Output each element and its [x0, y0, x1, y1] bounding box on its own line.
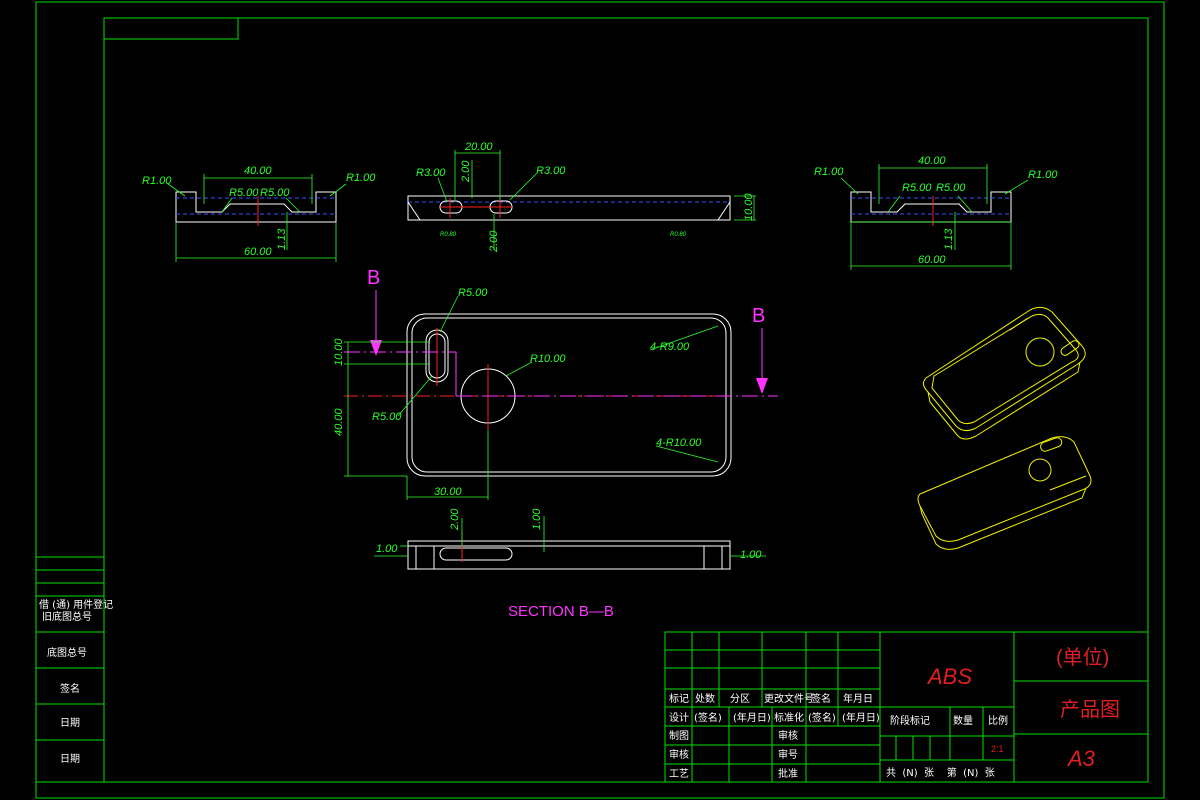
dim-r5-top: R5.00: [458, 287, 488, 299]
top-left-view: R1.00 R1.00 40.00 R5.00 R5.00 1.13 60.00: [142, 165, 376, 262]
side-row-5: 日期: [60, 753, 80, 765]
section-mark-right: B: [752, 305, 765, 327]
dim-h2b: 2.00: [488, 230, 500, 253]
dim-small-a: R0.80: [440, 232, 457, 238]
tb-header-1: 处数: [695, 692, 715, 705]
dim-r10: R10.00: [530, 353, 566, 365]
tb-rowlabel-2: 工艺: [669, 768, 689, 780]
section-title: SECTION B—B: [508, 603, 614, 620]
dim-r5-left: R5.00: [372, 411, 402, 423]
dim-v40: 40.00: [333, 408, 345, 436]
tb-stage-0: 阶段标记: [890, 714, 930, 727]
tb-stage-1: 数量: [953, 714, 973, 727]
dim-r5b: R5.00: [936, 182, 966, 194]
tb-rowlabel-1: 审核: [669, 748, 689, 761]
tb-size: A3: [1066, 746, 1096, 771]
side-row-2: 底图总号: [47, 646, 87, 659]
title-block: 标记 处数 分区 更改文件号 签名 年月日 设计 (签名) (年月日) 标准化 …: [664, 631, 1149, 783]
dim-h10: 10.00: [743, 193, 755, 221]
top-right-view: R1.00 R1.00 40.00 R5.00 R5.00 1.13 60.00: [814, 155, 1058, 270]
tb-header-5: 年月日: [843, 692, 873, 705]
side-view: 20.00 R3.00 R3.00 2.00 2.00 10.00 R0.80 …: [407, 141, 756, 253]
tb-midlabel-1: 审号: [778, 748, 798, 761]
tb-material: ABS: [926, 664, 972, 689]
dim-l100: 1.00: [376, 543, 398, 555]
dim-v200: 2.00: [449, 508, 461, 531]
isometric-upper: [922, 306, 1086, 440]
drawing-frame: [35, 1, 1165, 799]
dim-r5a: R5.00: [902, 182, 932, 194]
dim-r1-left: R1.00: [814, 166, 844, 178]
dim-h2a: 2.00: [460, 160, 472, 183]
tb-rowlabel-0: 制图: [669, 729, 689, 742]
tb-sheet-line: 共 (N) 张 第 (N) 张: [886, 766, 995, 779]
dim-r5a: R5.00: [229, 187, 259, 199]
dim-r100: 1.00: [740, 549, 762, 561]
dim-r1-left: R1.00: [142, 175, 172, 187]
side-row-4: 日期: [60, 717, 80, 729]
tb-midlabel-0: 审核: [778, 729, 798, 742]
dim-r5b: R5.00: [260, 187, 290, 199]
tb-row2-2: (年月日): [733, 711, 771, 724]
tb-scale: 2:1: [991, 744, 1004, 754]
dim-w20: 20.00: [464, 141, 493, 153]
tb-row2-0: 设计: [669, 711, 689, 724]
tb-header-3: 更改文件号: [764, 692, 814, 705]
side-row-3: 签名: [60, 682, 80, 695]
dim-r3b: R3.00: [536, 165, 566, 177]
dim-w60: 60.00: [918, 254, 946, 266]
tb-row2-3: 标准化: [774, 711, 804, 724]
side-table: 借 (通) 用件登记 旧底图总号 底图总号 签名 日期 日期: [35, 556, 113, 783]
isometric-lower: [917, 436, 1092, 550]
tb-drawing-name: 产品图: [1060, 698, 1120, 721]
section-view: 1.00 1.00 2.00 1.00 SECTION B—B: [374, 508, 766, 620]
tb-row2-5: (年月日): [842, 711, 880, 724]
dim-4-r9: 4-R9.00: [650, 341, 690, 353]
plan-view: B B R5.00 R5.00 R10.00 4-R9.00 4-R10.00 …: [333, 267, 778, 500]
dim-w40: 40.00: [244, 165, 272, 177]
dim-h113: 1.13: [943, 228, 955, 250]
tb-midlabel-2: 批准: [778, 767, 798, 780]
tb-row2-1: (签名): [694, 711, 722, 724]
dim-v10: 10.00: [333, 338, 345, 366]
dim-r1-right: R1.00: [346, 172, 376, 184]
tb-header-2: 分区: [730, 693, 750, 705]
dim-v100: 1.00: [531, 508, 543, 530]
side-row-1: 旧底图总号: [42, 610, 92, 623]
dim-r3a: R3.00: [416, 167, 446, 179]
dim-r1-right: R1.00: [1028, 169, 1058, 181]
tb-header-0: 标记: [669, 693, 689, 705]
dim-w60: 60.00: [244, 246, 272, 258]
side-row-0: 借 (通) 用件登记: [39, 598, 113, 611]
section-mark-left: B: [367, 267, 380, 289]
tb-stage-2: 比例: [988, 714, 1008, 727]
dim-w40: 40.00: [918, 155, 946, 167]
tb-header-4: 签名: [811, 692, 831, 705]
tb-unit: (单位): [1056, 646, 1109, 669]
tb-row2-4: (签名): [808, 711, 836, 724]
dim-4-r10: 4-R10.00: [656, 437, 702, 449]
dim-h113: 1.13: [276, 228, 288, 250]
dim-h30: 30.00: [434, 486, 462, 498]
dim-small-b: R0.80: [670, 232, 687, 238]
